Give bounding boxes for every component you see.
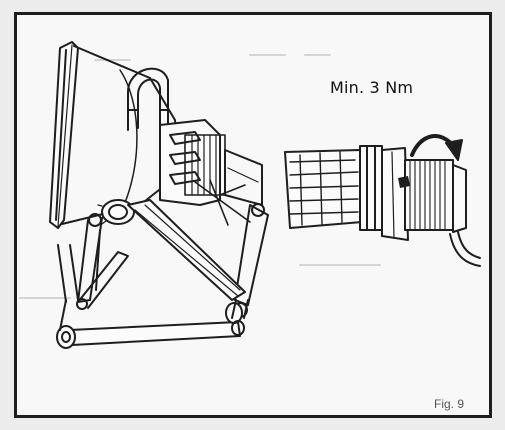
cable-gland-illustration [284,145,481,267]
carrying-handle [127,67,169,131]
bleed-through-marks [19,54,381,299]
rotation-arrow-icon [398,134,463,188]
cooling-fins [159,119,226,206]
torque-specification: Min. 3 Nm [330,78,414,97]
lamp-front-glass [49,41,79,229]
rear-connector [224,149,263,206]
figure-caption: Fig. 9 [434,397,465,411]
stand-frame [56,179,269,349]
